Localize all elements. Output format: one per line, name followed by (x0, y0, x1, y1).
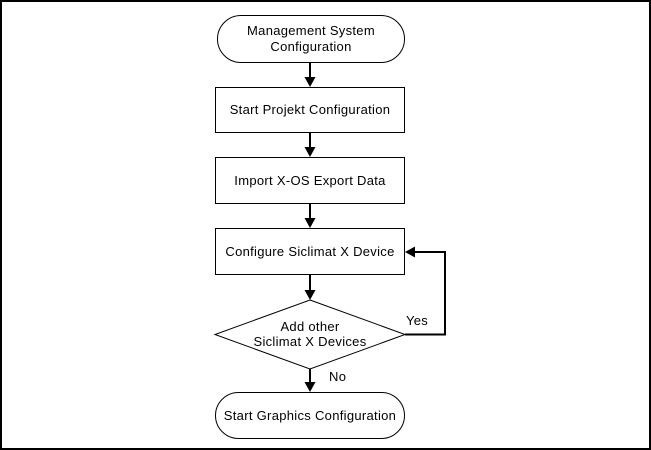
edge-label-yes: Yes (406, 313, 429, 328)
edge-label-no: No (329, 369, 347, 384)
node-label: Start Graphics Configuration (223, 407, 397, 423)
node-start-terminator: Management System Configuration (217, 15, 405, 63)
node-import-x-os-export-data: Import X-OS Export Data (215, 157, 405, 204)
node-label: Management System (247, 23, 375, 38)
node-label: Configuration (270, 39, 352, 54)
node-label: Add other (280, 319, 340, 334)
arrow-step2-to-step3 (304, 204, 316, 228)
arrow-step3-to-decision (304, 275, 316, 300)
node-label: Configure Siclimat X Device (225, 243, 395, 259)
arrow-step1-to-step2 (304, 133, 316, 157)
node-label: Import X-OS Export Data (234, 172, 386, 188)
arrow-start-to-step1 (304, 63, 316, 87)
node-start-projekt-configuration: Start Projekt Configuration (215, 87, 405, 133)
node-label: Siclimat X Devices (253, 334, 367, 349)
node-configure-siclimat-x-device: Configure Siclimat X Device (215, 228, 405, 275)
arrow-decision-yes-loopback (405, 246, 446, 336)
node-end-terminator: Start Graphics Configuration (215, 392, 405, 439)
node-label: Start Projekt Configuration (229, 102, 391, 117)
arrow-decision-to-end (304, 369, 316, 392)
node-decision-add-other-devices-label: Add other Siclimat X Devices (215, 319, 405, 349)
